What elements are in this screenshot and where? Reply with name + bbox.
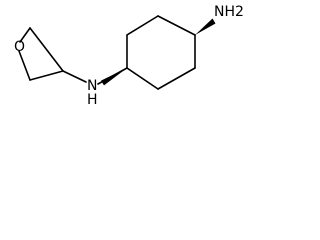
atom-label-oxygen: O — [14, 39, 25, 55]
oxetane-ring — [18, 27, 64, 81]
chemical-structure-diagram: O N H NH2 — [14, 4, 244, 108]
atom-label-nitrogen: N — [87, 78, 97, 94]
atom-label-hydrogen: H — [87, 92, 98, 108]
bond-ch2-bottom-o — [18, 50, 31, 81]
bond-c3-c4 — [157, 15, 196, 36]
bond-c5-c6 — [157, 67, 196, 90]
wedge-bond-c1-nh — [101, 68, 127, 86]
wedge-bond-c4-nh2 — [195, 18, 216, 35]
bond-c3-nh — [62, 70, 87, 83]
bond-ch2-top-c3 — [29, 27, 64, 72]
bond-c6-c1 — [126, 67, 159, 90]
bond-c2-c3 — [126, 15, 159, 36]
bond-c3-ch2-bottom — [29, 70, 64, 81]
bond-o-ch2-top — [19, 27, 31, 43]
cyclohexane-ring — [126, 15, 196, 90]
atom-label-primary-amine: NH2 — [214, 4, 244, 20]
